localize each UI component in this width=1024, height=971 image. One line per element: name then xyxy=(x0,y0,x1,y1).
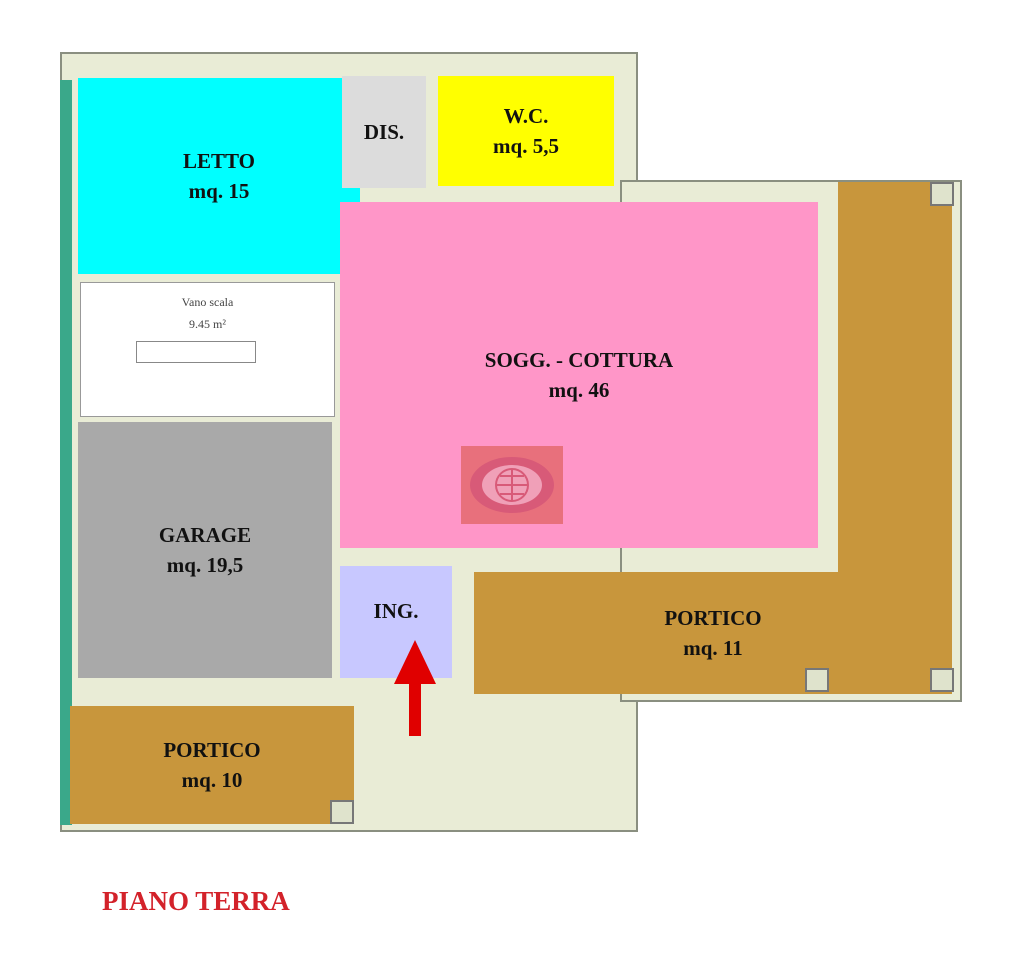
room-wc: W.C. mq. 5,5 xyxy=(438,76,614,186)
entrance-arrow-icon xyxy=(394,640,436,736)
room-name: ING. xyxy=(373,599,419,623)
stairwell: Vano scala 9.45 m² xyxy=(80,282,335,417)
room-name: PORTICO xyxy=(664,606,762,630)
room-name: DIS. xyxy=(363,120,405,144)
room-name: SOGG. - COTTURA xyxy=(484,348,674,372)
stair-landing xyxy=(136,341,256,363)
room-area: mq. 11 xyxy=(683,636,743,660)
plan-title: PIANO TERRA xyxy=(102,886,290,916)
column xyxy=(805,668,829,692)
room-name: LETTO xyxy=(183,149,255,173)
room-name: GARAGE xyxy=(158,523,252,547)
left-green-wall xyxy=(60,80,72,825)
stairs-area: 9.45 m² xyxy=(189,317,226,331)
column xyxy=(930,182,954,206)
room-portico-right: PORTICO mq. 11 xyxy=(474,572,952,694)
globe-icon xyxy=(470,457,554,513)
room-ingresso: ING. xyxy=(340,566,452,678)
room-soggiorno-cottura: SOGG. - COTTURA mq. 46 xyxy=(340,202,818,548)
room-garage: GARAGE mq. 19,5 xyxy=(78,422,332,678)
room-area: mq. 10 xyxy=(181,768,243,792)
room-name: W.C. xyxy=(503,104,549,128)
room-letto: LETTO mq. 15 xyxy=(78,78,360,274)
room-area: mq. 15 xyxy=(188,179,250,203)
room-portico-left: PORTICO mq. 10 xyxy=(70,706,354,824)
room-area: mq. 5,5 xyxy=(493,134,559,158)
watermark-logo xyxy=(461,446,563,524)
column xyxy=(930,668,954,692)
room-dis: DIS. xyxy=(342,76,426,188)
room-area: mq. 19,5 xyxy=(166,553,244,577)
room-name: PORTICO xyxy=(163,738,261,762)
stairs-label: Vano scala xyxy=(181,295,234,309)
column xyxy=(330,800,354,824)
room-area: mq. 46 xyxy=(548,378,610,402)
